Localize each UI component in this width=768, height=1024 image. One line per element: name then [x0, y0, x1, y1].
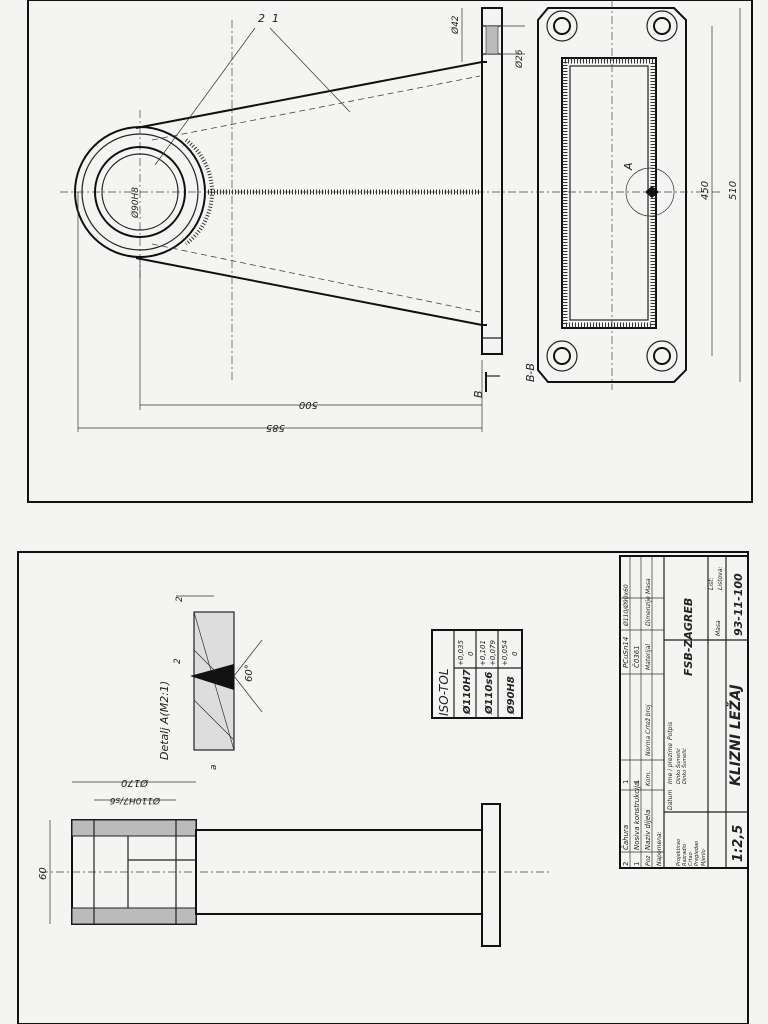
hdr-kom: Kom.: [645, 771, 652, 786]
list-label: List:: [708, 577, 715, 590]
row1-kom: 1: [633, 780, 641, 784]
napomena-label: Napomena:: [656, 831, 663, 866]
hdr-naziv: Naziv dijela: [644, 810, 652, 850]
detail-title: Detalj A(M2:1): [158, 681, 171, 760]
bolt-holes: [546, 10, 678, 372]
bore-dimension: Ø90H8: [130, 187, 141, 219]
role-0: Projektirao: [676, 839, 682, 866]
dim-d26: Ø26: [514, 49, 525, 69]
hdr-masa: Masa: [645, 578, 652, 594]
iso-lower-0: 0: [467, 651, 475, 656]
dim-450: 450: [700, 181, 711, 200]
listova-label: Listova:: [717, 567, 724, 590]
dim-510: 510: [728, 181, 739, 200]
bore-circle: [101, 153, 179, 231]
base-plate-side: [481, 7, 503, 355]
part-ref-2: 2: [258, 12, 265, 25]
base-plate-edge: [481, 803, 501, 947]
top-sheet: 2 1 Ø90H8 500 585 Ø42: [27, 0, 753, 503]
hdr-norma: Norma Crtež broj: [645, 704, 652, 756]
drawing-number: 93-11-100: [732, 573, 745, 636]
bottom-sheet: Ø170 Ø110H7/s6 60 Detalj A(M2:1) 2: [17, 551, 749, 1024]
part-ref-1: 1: [272, 12, 279, 25]
iso-upper-2: +0,054: [501, 640, 509, 666]
iso-lower-2: 0: [511, 651, 519, 656]
detail-dim-c: a: [209, 764, 219, 770]
bracket-front-view: 2 1 Ø90H8 500 585 Ø42: [60, 7, 525, 433]
hdr-poz: Poz: [645, 855, 652, 866]
dim-d42: Ø42: [450, 15, 461, 35]
detail-angle: 60°: [244, 664, 255, 682]
iso-upper-0: +0,035: [457, 640, 465, 666]
dim-d110: Ø110H7/s6: [110, 795, 161, 806]
iso-tol-title: ISO-TOL: [437, 668, 451, 716]
role-2: Crtao: [688, 852, 694, 866]
dim-500: 500: [299, 399, 318, 410]
name-1: Dinko Šumelić: [681, 748, 688, 784]
title-block: 2 Čahura 1 PCuSn14 Ø110/Ø90x60 1 Nosiva …: [619, 555, 749, 869]
name-0: Dinko Šumelić: [675, 748, 682, 784]
row2-kom: 1: [622, 780, 630, 784]
side-view: Ø170 Ø110H7/s6 60: [38, 777, 550, 947]
detail-dim-a: 2: [175, 596, 185, 602]
section-bb-view: A 450 510 B-B: [520, 0, 741, 390]
row2-naziv: Čahura: [621, 825, 630, 850]
iso-fit-1: Ø110s6: [483, 672, 495, 715]
role-3: Pregledao: [694, 841, 700, 866]
row2-norma: PCuSn14: [622, 637, 630, 668]
iso-fit-2: Ø90H8: [505, 676, 517, 715]
dim-585: 585: [266, 422, 285, 433]
dim-60: 60: [38, 867, 49, 880]
section-marker-b: B: [472, 390, 485, 398]
people-potpis: Potpis: [667, 722, 674, 740]
detail-dim-b: 2: [173, 658, 183, 664]
detail-marker-a: A: [622, 162, 635, 171]
role-1: Razradio: [682, 844, 688, 866]
top-sheet-border: [27, 0, 753, 503]
scale-value: 1:2,5: [731, 825, 746, 862]
iso-tol-table: ISO-TOL Ø110H7 Ø110s6 Ø90H8 +0,035 0 +0,…: [431, 629, 523, 719]
dim-d170: Ø170: [121, 777, 149, 789]
hdr-materijal: Materijal: [645, 644, 652, 670]
row1-poz: 1: [633, 862, 641, 866]
row2-poz: 2: [622, 862, 630, 866]
section-label-bb: B-B: [524, 363, 537, 382]
iso-upper-1: +0,101: [479, 640, 487, 666]
row1-naziv: Nosiva konstrukcija: [633, 782, 641, 850]
people-ime: Ime i prezime: [667, 743, 674, 784]
weld-detail: Detalj A(M2:1) 2 2 60° a: [158, 595, 263, 770]
iso-lower-1: +0,079: [489, 640, 497, 666]
people-datum: Datum: [667, 790, 674, 810]
row1-norma: Č0361: [632, 645, 641, 668]
masa-label: Masa: [715, 620, 722, 636]
hdr-dimenzije: Dimenzije: [645, 596, 652, 626]
row2-dim: Ø110/Ø90x60: [623, 584, 630, 627]
drawing-title: KLIZNI LEŽAJ: [727, 684, 744, 786]
school-name: FSB-ZAGREB: [682, 598, 695, 676]
role-4: Mjerilo: [701, 849, 707, 866]
iso-fit-0: Ø110H7: [461, 669, 473, 715]
